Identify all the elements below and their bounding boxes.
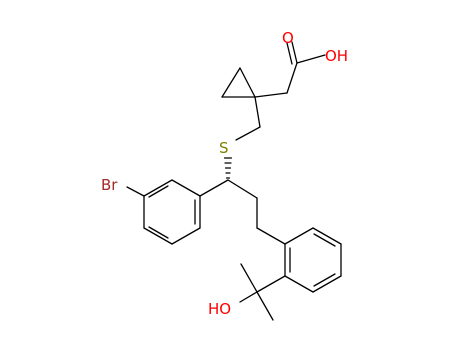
bromine-label: Br	[101, 176, 118, 194]
acid-hydroxyl-label: OH	[325, 47, 348, 65]
bond-c-oh	[296, 54, 326, 64]
bond-c-methyl-2	[256, 291, 274, 321]
bond-c-methyl-1	[240, 263, 258, 293]
bond-bromophenyl-inner-2	[148, 226, 169, 239]
bond-aryl-quaternary-c	[256, 275, 286, 293]
hydroxyl-label: HO	[208, 300, 231, 318]
bond-phenyl-5	[284, 275, 314, 293]
bond-phenyl-inner-1	[313, 233, 336, 247]
bond-c-o-double-b	[286, 42, 293, 65]
bond-ch2-s	[235, 126, 261, 141]
bond-c-o-double-a	[291, 41, 298, 64]
bond-c-br	[126, 186, 145, 197]
bond-chiral-ch2	[227, 179, 258, 199]
sulfur-label: S	[219, 139, 229, 157]
bond-ring-ch2	[254, 92, 288, 98]
bond-bromophenyl-2	[171, 227, 201, 245]
bond-ch2-aryl	[256, 227, 286, 245]
bond-chiral-aryl	[199, 179, 229, 197]
bond-bromophenyl-inner-3	[148, 185, 169, 198]
bond-phenyl-2	[312, 227, 342, 245]
bond-cyclopropane-2	[221, 67, 241, 98]
bond-bromophenyl-5	[143, 179, 173, 197]
bond-lines	[126, 41, 342, 321]
carbonyl-oxygen-label: O	[282, 29, 294, 47]
bond-c-oh-lower	[239, 291, 258, 303]
bond-ring-ch2-s	[254, 96, 261, 128]
bond-phenyl-1	[284, 227, 314, 245]
bond-bromophenyl-6	[171, 179, 201, 197]
bond-phenyl-4	[312, 275, 342, 293]
stereo-hash-bond	[223, 157, 233, 179]
bond-cyclopropane-1	[239, 67, 256, 98]
bond-phenyl-inner-2	[313, 273, 336, 287]
bond-bromophenyl-3	[143, 227, 173, 245]
bond-ch2-cooh	[286, 62, 298, 94]
